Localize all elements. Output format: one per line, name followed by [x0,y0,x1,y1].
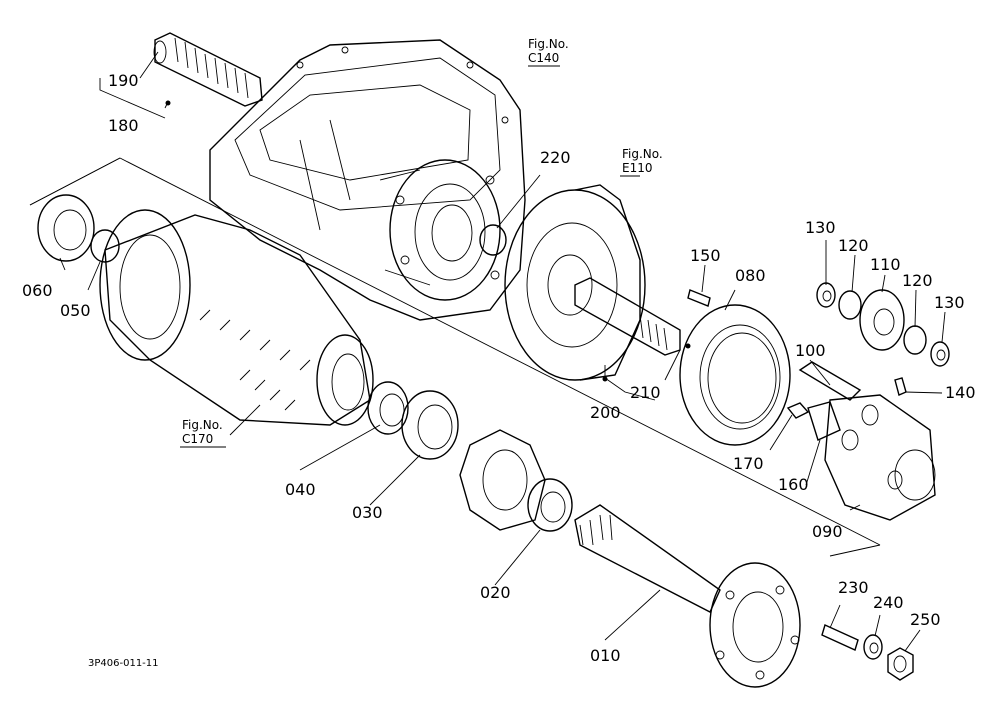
leader-lines [59,51,946,652]
bolt-170 [786,402,810,419]
callout-190: 190 [108,71,139,90]
callout-140: 140 [945,383,976,402]
callout-100: 100 [795,341,826,360]
fig-ref-c140-line2: C140 [528,50,560,65]
callout-230: 230 [838,578,869,597]
planet-carrier-090 [824,394,936,521]
fig-ref-e110-line2: E110 [622,160,653,175]
leader-dots [165,100,691,382]
o-ring-050 [90,229,120,263]
sun-gear-shaft-200 [574,277,681,356]
axle-housing [99,209,374,426]
callout-030: 030 [352,503,383,522]
oil-seal-060 [37,194,95,262]
callout-110: 110 [870,255,901,274]
planet-gear-110 [859,289,905,351]
o-ring-220 [479,224,507,256]
needle-bearing-120a [838,290,862,320]
needle-bearing-120b [903,325,927,355]
callout-180: 180 [108,116,139,135]
bearing-retainer [459,429,546,531]
fig-ref-c140-line1: Fig.No. [528,37,569,51]
callout-130-left: 130 [805,218,836,237]
thrust-washer-130a [816,282,836,308]
callout-010: 010 [590,646,621,665]
callout-170: 170 [733,454,764,473]
ring-gear-080 [679,304,791,446]
fig-ref-c170: Fig.No. C170 [182,418,223,447]
callout-220: 220 [540,148,571,167]
callout-210: 210 [630,383,661,402]
fig-ref-e110: Fig.No. E110 [622,147,663,176]
fig-ref-c170-line2: C170 [182,431,214,446]
fig-ref-e110-line1: Fig.No. [622,147,663,161]
planet-shaft-100 [798,361,862,401]
callout-120-left: 120 [838,236,869,255]
callout-160: 160 [778,475,809,494]
bearing-020 [527,478,573,532]
drawing-code: 3P406-011-11 [88,658,159,669]
callout-200: 200 [590,403,621,422]
bearing-030 [401,390,459,460]
axle-shaft-010 [574,504,801,688]
pin-150 [687,289,711,307]
transmission-case [209,39,526,321]
assembly-frame-lines [29,157,881,557]
callout-130-right: 130 [934,293,965,312]
callout-240: 240 [873,593,904,612]
callout-150: 150 [690,246,721,265]
input-shaft-190 [153,32,263,107]
callout-050: 050 [60,301,91,320]
callout-020: 020 [480,583,511,602]
stud-230 [821,624,859,651]
callout-080: 080 [735,266,766,285]
callout-120-right: 120 [902,271,933,290]
fig-ref-c170-line1: Fig.No. [182,418,223,432]
callout-040: 040 [285,480,316,499]
bearing-040 [367,381,409,435]
nut-250 [887,647,914,681]
callout-090: 090 [812,522,843,541]
pin-140 [894,377,907,396]
planetary-cover [504,184,646,381]
callout-060: 060 [22,281,53,300]
fig-ref-c140: Fig.No. C140 [528,37,569,66]
lock-plate-160 [807,401,841,441]
callout-250: 250 [910,610,941,629]
washer-240 [863,634,883,660]
thrust-washer-130b [930,341,950,367]
